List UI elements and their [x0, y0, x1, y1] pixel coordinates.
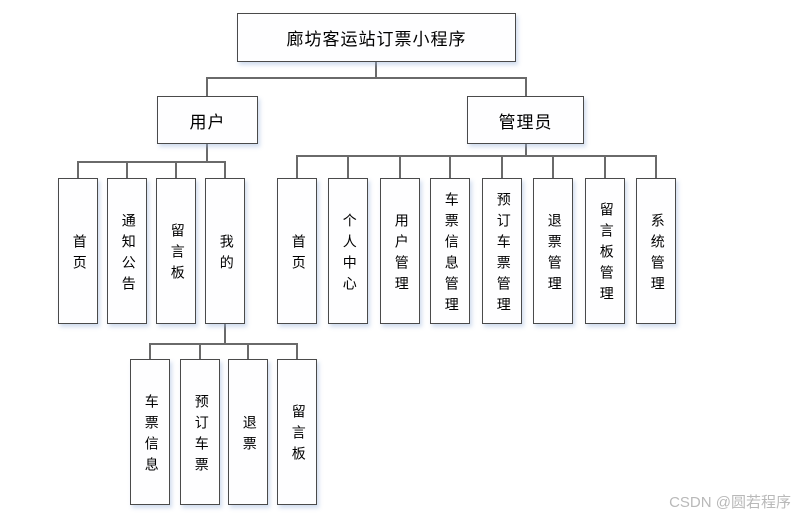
- connector-line: [296, 345, 298, 359]
- connector-line: [199, 345, 201, 359]
- node-user-label: 用户: [189, 112, 226, 132]
- node-mine-ticket-info-label: 车票信息: [142, 393, 158, 478]
- connector-line: [449, 157, 451, 178]
- connector-line: [175, 162, 177, 178]
- connector-line: [501, 157, 503, 178]
- node-user-notice: 通知公告: [107, 178, 147, 324]
- connector-line: [525, 78, 527, 96]
- node-user-message-board: 留言板: [156, 178, 196, 324]
- node-mine-book-ticket: 预订车票: [180, 359, 220, 505]
- connector-line: [149, 343, 298, 345]
- node-admin-label: 管理员: [498, 112, 553, 132]
- connector-line: [296, 157, 298, 178]
- node-admin: 管理员: [467, 96, 584, 144]
- node-mine-message-board-label: 留言板: [289, 404, 305, 467]
- connector-line: [206, 78, 208, 96]
- node-admin-user-mgmt: 用户管理: [380, 178, 420, 324]
- node-admin-ticket-info-mgmt-label: 车票信息管理: [442, 191, 458, 318]
- node-admin-system-mgmt-label: 系统管理: [648, 212, 664, 297]
- connector-line: [77, 161, 226, 163]
- node-admin-personal-center-label: 个人中心: [340, 212, 356, 297]
- node-user-notice-label: 通知公告: [119, 212, 135, 297]
- node-user-mine: 我的: [205, 178, 245, 324]
- connector-line: [375, 62, 377, 77]
- node-admin-home-label: 首页: [289, 233, 305, 276]
- node-admin-ticket-info-mgmt: 车票信息管理: [430, 178, 470, 324]
- node-mine-refund-label: 退票: [240, 414, 256, 457]
- node-admin-user-mgmt-label: 用户管理: [392, 212, 408, 297]
- node-root: 廊坊客运站订票小程序: [237, 13, 516, 62]
- connector-line: [296, 155, 657, 157]
- connector-line: [347, 157, 349, 178]
- connector-line: [604, 157, 606, 178]
- node-user-home-label: 首页: [70, 233, 86, 276]
- connector-line: [247, 345, 249, 359]
- node-mine-message-board: 留言板: [277, 359, 317, 505]
- node-admin-booking-mgmt: 预订车票管理: [482, 178, 522, 324]
- node-user-home: 首页: [58, 178, 98, 324]
- connector-line: [126, 162, 128, 178]
- connector-line: [224, 162, 226, 178]
- connector-line: [149, 345, 151, 359]
- node-admin-home: 首页: [277, 178, 317, 324]
- node-admin-message-board-mgmt: 留言板管理: [585, 178, 625, 324]
- connector-line: [655, 157, 657, 178]
- node-root-label: 廊坊客运站订票小程序: [286, 30, 467, 49]
- node-user-mine-label: 我的: [217, 233, 233, 276]
- node-user-message-board-label: 留言板: [168, 223, 184, 286]
- node-admin-booking-mgmt-label: 预订车票管理: [494, 191, 510, 318]
- connector-line: [224, 324, 226, 343]
- node-mine-refund: 退票: [228, 359, 268, 505]
- connector-line: [206, 77, 527, 79]
- node-admin-personal-center: 个人中心: [328, 178, 368, 324]
- node-admin-refund-mgmt-label: 退票管理: [545, 212, 561, 297]
- watermark: CSDN @圆若程序: [669, 494, 791, 511]
- connector-line: [552, 157, 554, 178]
- connector-line: [206, 144, 208, 161]
- node-admin-message-board-mgmt-label: 留言板管理: [597, 202, 613, 307]
- node-mine-book-ticket-label: 预订车票: [192, 393, 208, 478]
- node-user: 用户: [157, 96, 258, 144]
- connector-line: [399, 157, 401, 178]
- node-admin-system-mgmt: 系统管理: [636, 178, 676, 324]
- connector-line: [525, 144, 527, 155]
- node-mine-ticket-info: 车票信息: [130, 359, 170, 505]
- node-admin-refund-mgmt: 退票管理: [533, 178, 573, 324]
- connector-line: [77, 162, 79, 178]
